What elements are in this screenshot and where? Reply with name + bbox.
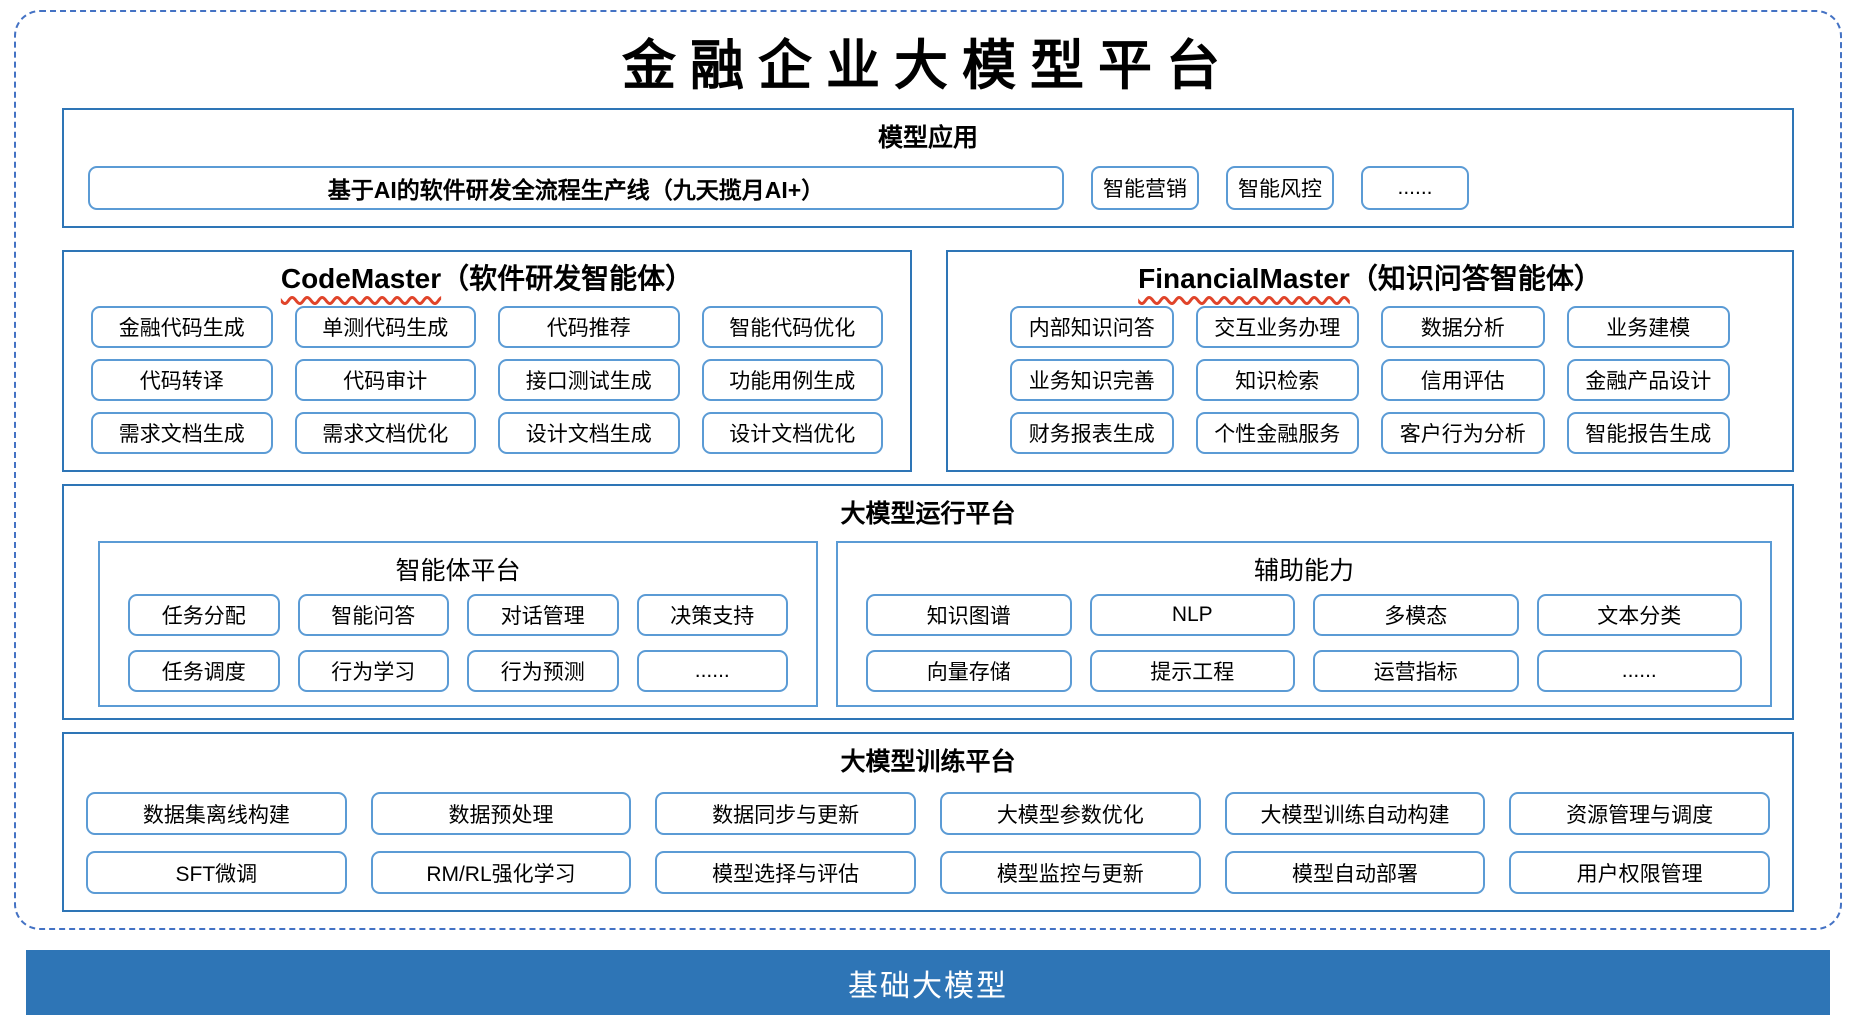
capability-box: 用户权限管理	[1509, 851, 1770, 894]
section-training-platform: 大模型训练平台 数据集离线构建 数据预处理 数据同步与更新 大模型参数优化 大模…	[62, 732, 1794, 912]
capability-box: 行为学习	[297, 650, 449, 692]
training-platform-title: 大模型训练平台	[840, 748, 1016, 776]
section-model-applications: 模型应用 基于AI的软件研发全流程生产线（九天揽月AI+） 智能营销 智能风控 …	[62, 108, 1794, 228]
capability-box: 智能代码优化	[701, 306, 883, 348]
capability-box: 代码转译	[91, 359, 273, 401]
capability-box: 代码审计	[294, 359, 476, 401]
capability-box: 金融代码生成	[91, 306, 273, 348]
capability-box: 知识检索	[1195, 359, 1359, 401]
capability-box: 模型自动部署	[1224, 851, 1486, 894]
platform-outer-border: 金融企业大模型平台 模型应用 基于AI的软件研发全流程生产线（九天揽月AI+） …	[14, 10, 1842, 930]
capability-box: 数据同步与更新	[655, 792, 916, 835]
section-runtime-platform: 大模型运行平台 智能体平台 任务分配 智能问答 对话管理 决策支持 任务调度 行…	[62, 484, 1794, 720]
training-grid: 数据集离线构建 数据预处理 数据同步与更新 大模型参数优化 大模型训练自动构建 …	[64, 792, 1792, 894]
capability-box: SFT微调	[86, 851, 347, 894]
capability-box: 数据分析	[1381, 306, 1545, 348]
capability-box: 功能用例生成	[701, 359, 883, 401]
app-box-ai-pipeline: 基于AI的软件研发全流程生产线（九天揽月AI+）	[88, 166, 1064, 210]
capability-box: 交互业务办理	[1195, 306, 1359, 348]
app-box-ellipsis: ......	[1361, 166, 1469, 210]
foundation-model-bar: 基础大模型	[26, 950, 1830, 1015]
financial-master-title-zh: （知识问答智能体）	[1349, 263, 1602, 294]
capability-box: RM/RL强化学习	[370, 851, 632, 894]
capability-box: 资源管理与调度	[1509, 792, 1770, 835]
capability-box: 决策支持	[636, 594, 788, 636]
capability-box: 单测代码生成	[294, 306, 476, 348]
capability-box: 智能问答	[297, 594, 449, 636]
capability-box: 需求文档优化	[294, 412, 476, 454]
section-code-master: CodeMaster（软件研发智能体） 金融代码生成 单测代码生成 代码推荐 智…	[62, 250, 912, 472]
subsection-agent-platform: 智能体平台 任务分配 智能问答 对话管理 决策支持 任务调度 行为学习 行为预测…	[98, 541, 818, 707]
capability-box: 设计文档优化	[701, 412, 883, 454]
agent-platform-title: 智能体平台	[395, 557, 521, 585]
financial-master-title-en: FinancialMaster	[1138, 263, 1350, 294]
capability-box: ......	[1536, 650, 1742, 692]
capability-box: ......	[636, 650, 788, 692]
auxiliary-title: 辅助能力	[1253, 557, 1354, 585]
section-model-applications-title: 模型应用	[877, 124, 978, 152]
capability-box: 接口测试生成	[498, 359, 680, 401]
section-financial-master: FinancialMaster（知识问答智能体） 内部知识问答 交互业务办理 数…	[946, 250, 1794, 472]
capability-box: 客户行为分析	[1381, 412, 1545, 454]
capability-box: 业务建模	[1566, 306, 1730, 348]
financial-master-grid: 内部知识问答 交互业务办理 数据分析 业务建模 业务知识完善 知识检索 信用评估…	[948, 306, 1792, 454]
capability-box: NLP	[1089, 594, 1295, 636]
runtime-platform-title: 大模型运行平台	[840, 500, 1016, 528]
capability-box: 财务报表生成	[1010, 412, 1174, 454]
capability-box: 提示工程	[1089, 650, 1295, 692]
capability-box: 任务分配	[128, 594, 280, 636]
subsection-auxiliary-capabilities: 辅助能力 知识图谱 NLP 多模态 文本分类 向量存储 提示工程 运营指标 ..…	[836, 541, 1772, 707]
capability-box: 运营指标	[1313, 650, 1519, 692]
capability-box: 智能报告生成	[1566, 412, 1730, 454]
capability-box: 信用评估	[1381, 359, 1545, 401]
capability-box: 内部知识问答	[1010, 306, 1174, 348]
agent-platform-grid: 任务分配 智能问答 对话管理 决策支持 任务调度 行为学习 行为预测 .....…	[100, 594, 816, 692]
capability-box: 向量存储	[866, 650, 1072, 692]
capability-box: 数据预处理	[370, 792, 632, 835]
capability-box: 大模型训练自动构建	[1224, 792, 1486, 835]
page-title: 金融企业大模型平台	[622, 33, 1234, 97]
code-master-grid: 金融代码生成 单测代码生成 代码推荐 智能代码优化 代码转译 代码审计 接口测试…	[64, 306, 910, 454]
financial-master-title: FinancialMaster（知识问答智能体）	[948, 257, 1792, 297]
capability-box: 代码推荐	[498, 306, 680, 348]
capability-box: 数据集离线构建	[86, 792, 347, 835]
capability-box: 任务调度	[128, 650, 280, 692]
capability-box: 需求文档生成	[91, 412, 273, 454]
capability-box: 业务知识完善	[1010, 359, 1174, 401]
capability-box: 多模态	[1313, 594, 1519, 636]
capability-box: 文本分类	[1536, 594, 1742, 636]
app-box-risk-control: 智能风控	[1226, 166, 1334, 210]
code-master-title-en: CodeMaster	[280, 263, 442, 294]
capability-box: 模型选择与评估	[655, 851, 916, 894]
capability-box: 设计文档生成	[498, 412, 680, 454]
runtime-sub-row: 智能体平台 任务分配 智能问答 对话管理 决策支持 任务调度 行为学习 行为预测…	[98, 541, 1772, 707]
capability-box: 大模型参数优化	[939, 792, 1201, 835]
capability-box: 行为预测	[467, 650, 619, 692]
agents-row: CodeMaster（软件研发智能体） 金融代码生成 单测代码生成 代码推荐 智…	[62, 250, 1794, 472]
capability-box: 金融产品设计	[1566, 359, 1730, 401]
auxiliary-grid: 知识图谱 NLP 多模态 文本分类 向量存储 提示工程 运营指标 ......	[838, 594, 1770, 692]
capability-box: 对话管理	[467, 594, 619, 636]
model-applications-row: 基于AI的软件研发全流程生产线（九天揽月AI+） 智能营销 智能风控 .....…	[88, 166, 1792, 212]
capability-box: 个性金融服务	[1195, 412, 1359, 454]
capability-box: 知识图谱	[866, 594, 1072, 636]
code-master-title-zh: （软件研发智能体）	[441, 263, 694, 294]
app-box-marketing: 智能营销	[1091, 166, 1199, 210]
code-master-title: CodeMaster（软件研发智能体）	[64, 257, 910, 297]
capability-box: 模型监控与更新	[939, 851, 1201, 894]
